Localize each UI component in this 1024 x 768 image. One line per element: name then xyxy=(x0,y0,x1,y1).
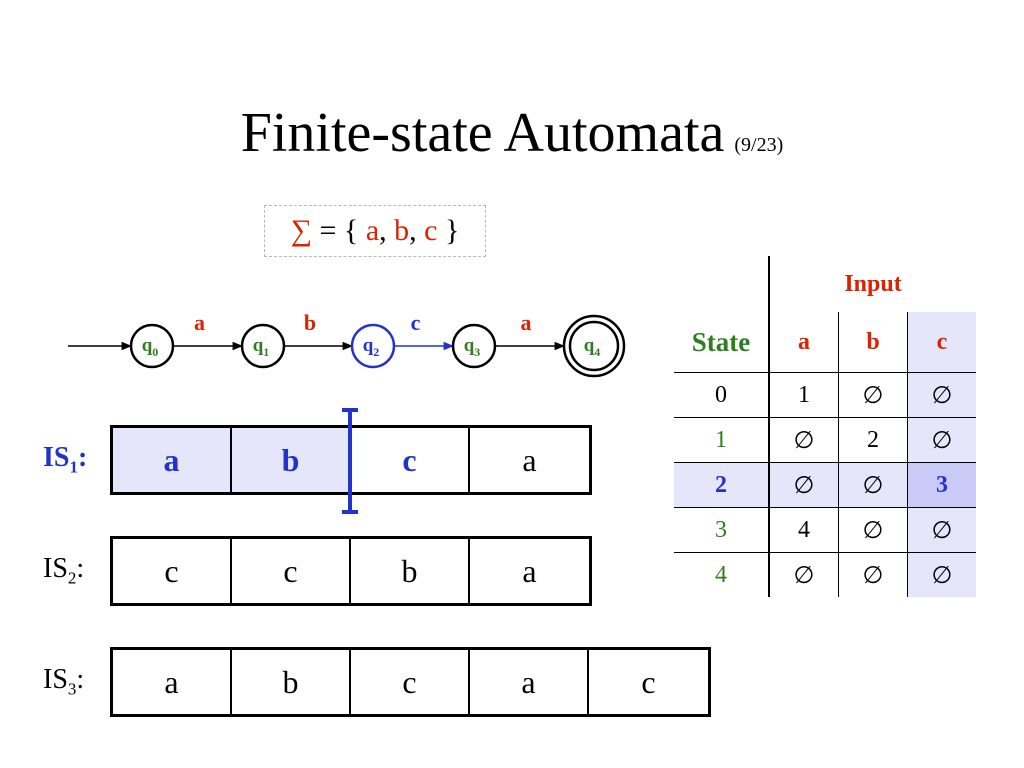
svg-text:q3: q3 xyxy=(464,335,481,359)
input-string-label: IS3: xyxy=(43,664,85,699)
tape-cell: a xyxy=(113,650,232,714)
table-corner xyxy=(674,256,769,312)
alphabet-symbol-b: b xyxy=(394,214,410,247)
tape-cell: c xyxy=(232,539,351,603)
state-cell: 1 xyxy=(674,417,769,463)
input-string-label: IS1: xyxy=(43,442,88,477)
automaton-diagram: a b c a q0 q1 q2 q3 q4 xyxy=(68,310,626,378)
tape-cell: b xyxy=(351,539,470,603)
title-page-counter: (9/23) xyxy=(734,134,784,156)
state-cell: 4 xyxy=(674,552,769,597)
state-cell: 0 xyxy=(674,372,769,418)
alphabet-symbol-c: c xyxy=(424,214,438,247)
svg-text:q1: q1 xyxy=(253,335,270,359)
alphabet-sep: , xyxy=(379,214,387,247)
transition-cell: ∅ xyxy=(768,462,839,508)
state-cell: 2 xyxy=(674,462,769,508)
transition-label: c xyxy=(411,310,421,335)
transition-cell: ∅ xyxy=(907,507,976,553)
table-row: 4∅∅∅ xyxy=(674,552,976,597)
svg-text:q4: q4 xyxy=(584,335,601,359)
input-string-label: IS2: xyxy=(43,553,85,588)
transition-label: b xyxy=(304,310,316,335)
input-symbol-header: b xyxy=(838,312,908,373)
tape-cell: c xyxy=(351,428,470,492)
transition-cell: ∅ xyxy=(768,417,839,463)
transition-cell: ∅ xyxy=(907,372,976,418)
alphabet-open: = { xyxy=(319,214,359,247)
state-node-q1: q1 xyxy=(240,323,286,369)
svg-text:q0: q0 xyxy=(142,335,159,359)
transition-cell: 3 xyxy=(907,462,976,508)
tape-cell: c xyxy=(351,650,470,714)
state-node-q0: q0 xyxy=(129,323,175,369)
transition-cell: 1 xyxy=(768,372,839,418)
transition-cell: ∅ xyxy=(838,462,908,508)
tape-cell: c xyxy=(589,650,708,714)
sigma-symbol: ∑ xyxy=(290,214,312,247)
tape-cell: b xyxy=(232,650,351,714)
transition-cell: 2 xyxy=(838,417,908,463)
alphabet-sep: , xyxy=(409,214,417,247)
table-row: 2∅∅3 xyxy=(674,462,976,508)
transition-label: a xyxy=(194,310,205,335)
state-cell: 3 xyxy=(674,507,769,553)
tape-cell: b xyxy=(232,428,351,492)
alphabet-close: } xyxy=(444,214,460,247)
transition-cell: ∅ xyxy=(838,507,908,553)
state-node-q2: q2 xyxy=(350,323,396,369)
input-symbol-header: a xyxy=(768,312,839,373)
alphabet-box: ∑ = { a, b, c } xyxy=(264,205,486,257)
state-node-q4: q4 xyxy=(562,314,626,378)
state-header: State xyxy=(691,326,751,357)
input-symbol-header: c xyxy=(907,312,976,373)
svg-text:q2: q2 xyxy=(363,335,380,359)
table-row: 1∅2∅ xyxy=(674,417,976,463)
tape-cell: a xyxy=(470,428,589,492)
transition-cell: ∅ xyxy=(907,417,976,463)
slide-title: Finite-state Automata (9/23) xyxy=(0,98,1024,180)
transition-cell: ∅ xyxy=(768,552,839,597)
transition-label: a xyxy=(521,310,532,335)
tape-cell: a xyxy=(113,428,232,492)
transition-cell: 4 xyxy=(768,507,839,553)
input-header: Input xyxy=(768,256,976,312)
title-main: Finite-state Automata xyxy=(240,102,725,164)
transition-cell: ∅ xyxy=(907,552,976,597)
tape-cell: a xyxy=(470,539,589,603)
transition-cell: ∅ xyxy=(838,372,908,418)
state-node-q3: q3 xyxy=(451,323,497,369)
tape-cell: c xyxy=(113,539,232,603)
tape-cell: a xyxy=(470,650,589,714)
alphabet-symbol-a: a xyxy=(365,214,380,247)
read-head-marker xyxy=(342,408,358,514)
transition-cell: ∅ xyxy=(838,552,908,597)
